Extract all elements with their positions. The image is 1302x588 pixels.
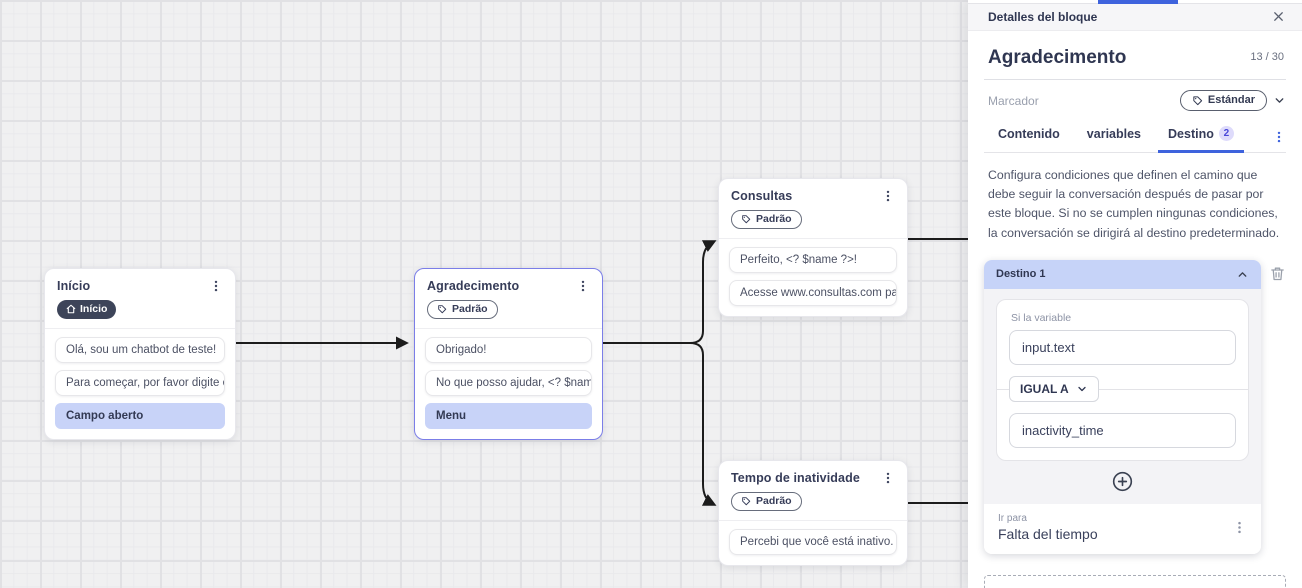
destination-card-header[interactable]: Destino 1 — [984, 259, 1261, 289]
node-menu-icon[interactable] — [209, 279, 223, 293]
destination-description: Configura condiciones que definen el cam… — [988, 168, 1280, 240]
edge-agradecimento-tempo — [689, 342, 717, 506]
destination-card: Destino 1 Si la variable IGUAL A — [984, 259, 1261, 554]
panel-title: Detalles del bloque — [988, 9, 1098, 24]
tag-icon — [741, 214, 751, 224]
tab-contenido[interactable]: Contenido — [998, 127, 1060, 152]
tab-label: Contenido — [998, 127, 1060, 141]
close-icon[interactable] — [1271, 9, 1286, 24]
tag-pill: Padrão — [427, 300, 498, 319]
message-bubble[interactable]: Obrigado! — [425, 337, 592, 363]
node-header: Consultas Padrão — [719, 179, 907, 229]
message-bubble[interactable]: Percebi que você está inativo. C... — [729, 529, 897, 555]
add-condition-icon[interactable] — [1111, 470, 1134, 493]
flow-node-consultas[interactable]: Consultas Padrão Perfeito, <? $name ?>! … — [718, 178, 908, 317]
message-bubble[interactable]: Olá, sou um chatbot de teste! — [55, 337, 225, 363]
node-menu-icon[interactable] — [881, 471, 895, 485]
condition-card: Si la variable IGUAL A — [996, 298, 1249, 461]
message-bubble[interactable]: Perfeito, <? $name ?>! — [729, 247, 897, 273]
chevron-down-icon — [1076, 383, 1088, 395]
flow-node-inicio[interactable]: Início Início Olá, sou um chatbot de tes… — [44, 268, 236, 440]
message-bubble[interactable]: Para começar, por favor digite o ... — [55, 370, 225, 396]
tag-pill-label: Padrão — [756, 213, 792, 225]
node-title: Consultas — [731, 189, 793, 203]
node-divider — [415, 328, 602, 329]
start-badge: Início — [57, 300, 117, 319]
block-details-panel: Detalles del bloque Agradecimento 13 / 3… — [968, 0, 1302, 588]
block-name[interactable]: Agradecimento — [988, 47, 1127, 68]
start-badge-label: Início — [80, 303, 108, 315]
node-title: Agradecimento — [427, 279, 520, 293]
add-destination-button[interactable]: Agregar destino — [984, 574, 1286, 588]
tab-variables[interactable]: variables — [1087, 127, 1141, 152]
destination-title: Destino 1 — [996, 268, 1046, 281]
tab-label: variables — [1086, 127, 1142, 141]
node-menu-icon[interactable] — [881, 189, 895, 203]
goto-menu-icon[interactable] — [1232, 520, 1247, 535]
node-title: Início — [57, 279, 91, 293]
marker-value: Estándar — [1207, 94, 1255, 106]
message-bubble[interactable]: No que posso ajudar, <? $name ... — [425, 370, 592, 396]
tabs-overflow-menu-icon[interactable] — [1272, 130, 1286, 152]
open-field-item[interactable]: Campo aberto — [55, 403, 225, 429]
tag-pill: Padrão — [731, 210, 802, 229]
marker-select[interactable]: Estándar — [1179, 90, 1267, 111]
tag-pill-label: Padrão — [452, 303, 488, 315]
message-bubble[interactable]: Acesse www.consultas.com par... — [729, 280, 897, 306]
node-title: Tempo de inatividade — [731, 471, 860, 485]
delete-destination-icon[interactable] — [1269, 265, 1286, 282]
node-divider — [719, 520, 907, 521]
node-divider — [719, 238, 907, 239]
node-menu-icon[interactable] — [576, 279, 590, 293]
flow-node-tempo-inatividade[interactable]: Tempo de inatividade Padrão Percebi que … — [718, 460, 908, 566]
operator-value: IGUAL A — [1020, 381, 1069, 396]
top-tab-active-indicator — [1098, 0, 1178, 4]
tab-destino[interactable]: Destino 2 — [1158, 126, 1244, 153]
edge-agradecimento-consultas — [689, 240, 717, 344]
menu-item[interactable]: Menu — [425, 403, 592, 429]
panel-top-strip — [968, 0, 1302, 4]
variable-input[interactable] — [1009, 329, 1236, 365]
panel-tabs: Contenido variables Destino 2 — [984, 126, 1286, 153]
tag-icon — [741, 496, 751, 506]
marker-label: Marcador — [988, 93, 1039, 108]
node-divider — [45, 328, 235, 329]
compare-value-input[interactable] — [1009, 412, 1236, 448]
char-counter: 13 / 30 — [1250, 51, 1284, 63]
tag-pill-label: Padrão — [756, 495, 792, 507]
node-header: Tempo de inatividade Padrão — [719, 461, 907, 511]
chevron-up-icon[interactable] — [1236, 268, 1249, 281]
goto-label: Ir para — [998, 512, 1027, 524]
operator-divider — [997, 388, 1248, 390]
flow-node-agradecimento[interactable]: Agradecimento Padrão Obrigado! No que po… — [414, 268, 603, 440]
tag-icon — [437, 304, 447, 314]
goto-value[interactable]: Falta del tiempo — [998, 525, 1098, 542]
flow-connectors — [235, 238, 979, 506]
tag-pill: Padrão — [731, 492, 802, 511]
node-header: Início Início — [45, 269, 235, 319]
operator-select[interactable]: IGUAL A — [1009, 375, 1099, 402]
condition-label: Si la variable — [1011, 311, 1072, 324]
destino-count-badge: 2 — [1218, 126, 1234, 141]
tag-icon — [1192, 95, 1203, 106]
home-icon — [66, 304, 76, 314]
chevron-down-icon[interactable] — [1273, 94, 1286, 107]
tab-label: Destino — [1168, 126, 1214, 141]
node-header: Agradecimento Padrão — [415, 269, 602, 319]
